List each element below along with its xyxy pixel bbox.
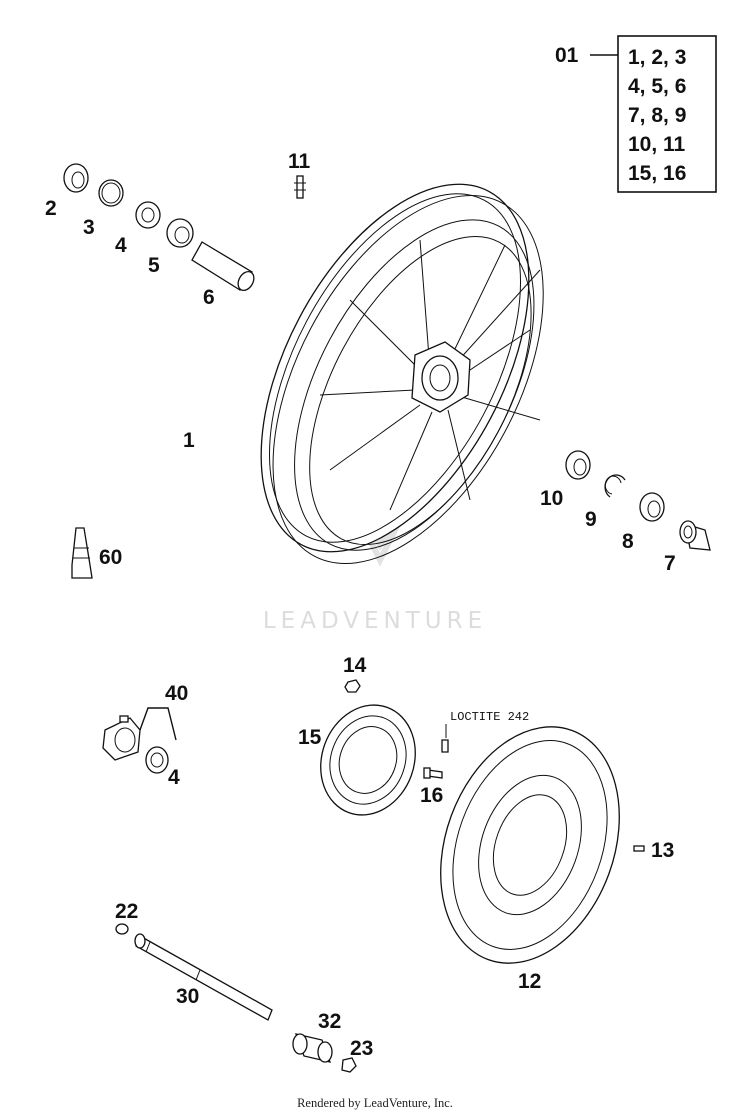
- callout-60: 60: [99, 546, 122, 569]
- axle-30: [134, 933, 273, 1021]
- callout-15: 15: [298, 726, 322, 749]
- callout-1: 1: [183, 429, 195, 452]
- washer-4: [145, 746, 169, 774]
- spacer-32: [292, 1033, 333, 1063]
- note-loctite: LOCTITE 242: [450, 710, 529, 724]
- callout-22: 22: [115, 900, 138, 923]
- bracket-40: [139, 707, 177, 741]
- kit-row: 1, 2, 3: [628, 46, 686, 69]
- nut-14: [344, 679, 361, 693]
- kit-row: 4, 5, 6: [628, 75, 686, 98]
- callout-2: 2: [45, 197, 57, 220]
- kit-row: 7, 8, 9: [628, 104, 686, 127]
- speedo-drive-40: [102, 715, 141, 761]
- nut-22: [115, 923, 129, 935]
- bearing-10: [565, 450, 591, 480]
- callout-13: 13: [651, 839, 674, 862]
- spacer-7: [679, 520, 711, 551]
- callout-23: 23: [350, 1037, 373, 1060]
- callout-9: 9: [585, 508, 597, 531]
- parts-kit: 01 1, 2, 3 4, 5, 6 7, 8, 9 10, 11 15, 16: [555, 35, 717, 193]
- callout-32: 32: [318, 1010, 341, 1033]
- circlip-9: [604, 474, 626, 498]
- callout-10: 10: [540, 487, 563, 510]
- bearing-5: [166, 218, 194, 248]
- callout-11: 11: [288, 150, 311, 173]
- callout-30: 30: [176, 985, 199, 1008]
- kit-label: 01: [555, 44, 579, 67]
- footer-credit: Rendered by LeadVenture, Inc.: [297, 1096, 453, 1110]
- seal-2: [63, 163, 89, 193]
- ring-3: [98, 179, 124, 207]
- callout-16: 16: [420, 784, 443, 807]
- wheel-rim: [260, 183, 544, 564]
- kit-row: 15, 16: [628, 162, 686, 185]
- callout-12: 12: [518, 970, 541, 993]
- kit-row: 10, 11: [628, 133, 686, 156]
- speedo-drive-4: [135, 201, 161, 229]
- seal-8: [639, 492, 665, 522]
- kit-box: [617, 35, 717, 193]
- nut-23: [341, 1057, 357, 1073]
- callout-4: 4: [115, 234, 127, 257]
- callout-14: 14: [343, 654, 367, 677]
- valve-11: [294, 175, 306, 199]
- callout-5: 5: [148, 254, 160, 277]
- brake-disc-12: [440, 726, 620, 964]
- callout-8: 8: [622, 530, 634, 553]
- spacer-6: [191, 241, 255, 291]
- disc-carrier-15: [320, 704, 416, 816]
- grease-tube-60: [71, 527, 93, 579]
- watermark-text: LEADVENTURE: [263, 608, 487, 634]
- callout-3: 3: [83, 216, 95, 239]
- wheel-hub: [411, 341, 471, 413]
- callout-6: 6: [203, 286, 215, 309]
- callout-4b: 4: [168, 766, 180, 789]
- screw-13: [633, 845, 645, 852]
- callout-7: 7: [664, 552, 676, 575]
- bolt-16: [423, 739, 449, 779]
- callout-40: 40: [165, 682, 188, 705]
